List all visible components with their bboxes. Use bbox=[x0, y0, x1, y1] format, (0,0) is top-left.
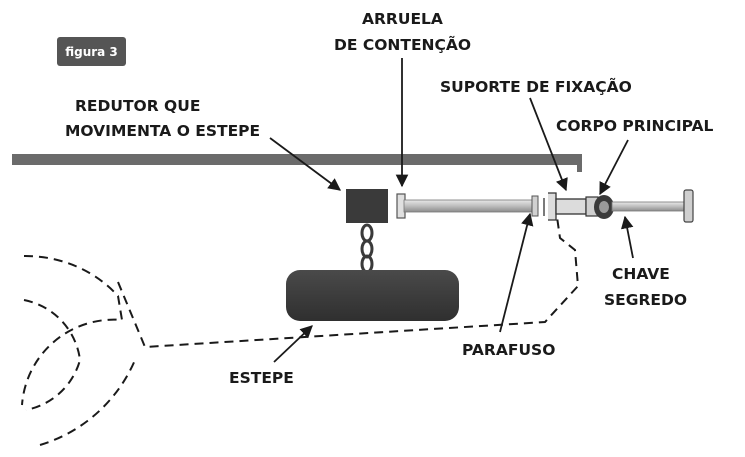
label-arruela-line1: ARRUELA bbox=[362, 10, 443, 28]
label-arruela-line2: DE CONTENÇÃO bbox=[334, 35, 471, 54]
wheel-arch-outline bbox=[21, 254, 136, 446]
label-corpo: CORPO PRINCIPAL bbox=[556, 117, 714, 135]
bolt-rod bbox=[403, 195, 539, 217]
leader-arrows bbox=[269, 58, 634, 363]
figure-badge: figura 3 bbox=[57, 37, 126, 66]
mounting-bracket bbox=[543, 192, 587, 221]
arrow-chave bbox=[620, 215, 634, 259]
vehicle-floor-beam bbox=[12, 154, 582, 172]
arrow-corpo bbox=[599, 139, 629, 196]
arrow-redutor bbox=[269, 137, 342, 191]
reducer-box bbox=[346, 189, 388, 223]
arrow-estepe bbox=[273, 325, 313, 363]
label-chave-line2: SEGREDO bbox=[604, 291, 687, 309]
secret-key bbox=[611, 189, 694, 223]
label-redutor-line1: REDUTOR QUE bbox=[75, 97, 200, 115]
label-chave-line1: CHAVE bbox=[612, 265, 670, 283]
label-parafuso: PARAFUSO bbox=[462, 341, 555, 359]
vehicle-body-outline bbox=[117, 195, 580, 349]
label-suporte: SUPORTE DE FIXAÇÃO bbox=[440, 77, 632, 96]
figure-badge-text: figura 3 bbox=[65, 45, 118, 59]
label-redutor-line2: MOVIMENTA O ESTEPE bbox=[65, 122, 260, 140]
chain bbox=[360, 223, 374, 274]
spare-tire bbox=[286, 270, 459, 321]
arrow-parafuso bbox=[499, 212, 534, 333]
arrow-suporte bbox=[529, 97, 568, 192]
label-estepe: ESTEPE bbox=[229, 369, 294, 387]
main-body-lock bbox=[585, 195, 614, 219]
